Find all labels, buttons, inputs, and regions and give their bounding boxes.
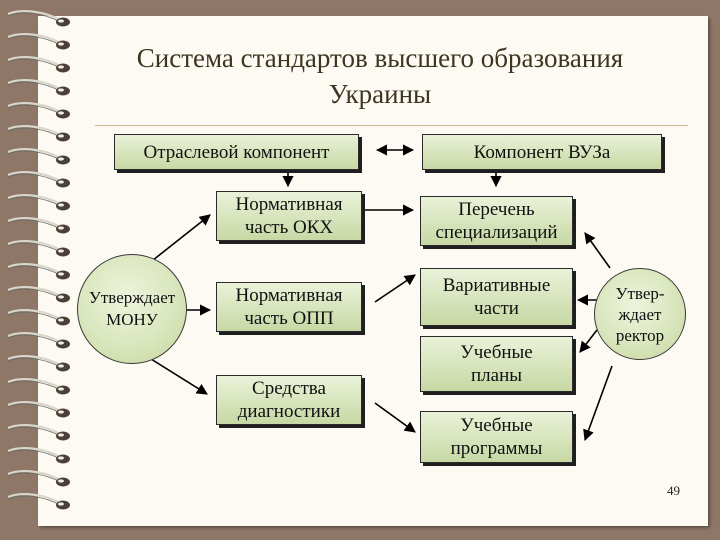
binding-ring [7,56,70,73]
binding-ring [7,470,70,487]
box-university-component: Компонент ВУЗа [422,134,662,170]
binding-ring [7,217,70,234]
binding-ring [7,309,70,326]
binding-ring [7,79,70,96]
box-diagnostics: Средства диагностики [216,375,362,425]
binding-ring [7,263,70,280]
binding-ring [7,401,70,418]
arrow-monu-to-diag [142,353,208,395]
binding-ring [7,493,70,510]
binding-ring [7,148,70,165]
binding-ring [7,378,70,395]
box-normative-opp: Нормативная часть ОПП [216,282,362,332]
binding-ring [7,240,70,257]
box-normative-okh: Нормативная часть ОКХ [216,191,362,241]
arrow-rector-to-programs [583,365,613,442]
binding-ring [7,332,70,349]
slide-title: Система стандартов высшего образования У… [90,40,670,112]
page-number: 49 [667,483,680,498]
arrow-diag-to-programs [374,402,416,433]
binding-ring [7,125,70,142]
binding-ring [7,10,70,27]
circle-approved-by-monu: Утверждает МОНУ [77,254,187,364]
binding-ring [7,171,70,188]
binding-ring [7,355,70,372]
box-sector-component: Отраслевой компонент [114,134,359,170]
binding-ring [7,286,70,303]
arrow-rector-to-spec [584,232,611,269]
binding-ring [7,194,70,211]
spiral-binding [7,10,70,510]
binding-ring [7,424,70,441]
box-study-programs: Учебные программы [420,411,573,463]
title-divider [95,125,688,126]
box-specializations: Перечень специализаций [420,196,573,246]
box-variative-parts: Вариативные части [420,268,573,326]
circle-approved-by-rector: Утвер- ждает ректор [594,268,686,360]
arrow-rector-to-plans [579,329,598,353]
arrow-opp-to-var [374,274,416,303]
box-study-plans: Учебные планы [420,336,573,392]
binding-ring [7,33,70,50]
title-line-2: Украины [328,79,432,109]
title-line-1: Система стандартов высшего образования [136,43,624,73]
binding-ring [7,447,70,464]
binding-ring [7,102,70,119]
